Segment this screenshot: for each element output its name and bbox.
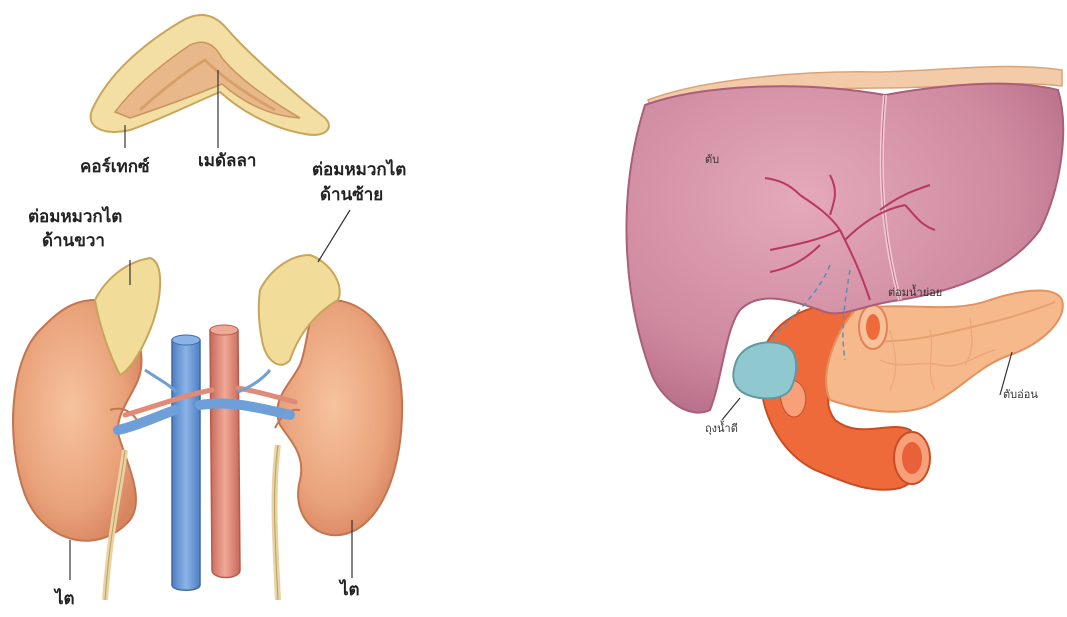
gallbladder-leader [722, 398, 740, 420]
adrenal-kidney-illustration: คอร์เทกซ์ เมดัลลา ต่อมหมวกไต ด้านขวา ต่อ… [13, 15, 406, 609]
label-pancreatic-duct: ต่อมน้ำย่อย [888, 284, 942, 299]
adrenal-cross-section [91, 15, 329, 135]
label-adrenal-right-line1: ต่อมหมวกไต [28, 206, 122, 227]
vena-cava [172, 340, 200, 590]
label-cortex: คอร์เทกซ์ [80, 156, 150, 177]
label-kidney-right: ไต [53, 588, 75, 609]
label-kidney-left: ไต [338, 579, 360, 600]
label-gallbladder: ถุงน้ำดี [705, 420, 738, 435]
label-adrenal-left-line1: ต่อมหมวกไต [312, 159, 406, 180]
aorta [210, 330, 240, 578]
label-liver: ตับ [705, 153, 719, 166]
adrenal-left-leader [318, 210, 350, 262]
liver-pancreas-illustration: ตับ ต่อมน้ำย่อย ตับอ่อน ถุงน้ำดี [626, 67, 1063, 490]
label-adrenal-right-line2: ด้านขวา [42, 231, 105, 251]
label-adrenal-left-line2: ด้านซ้าย [320, 185, 383, 205]
label-medulla: เมดัลลา [198, 151, 256, 171]
gallbladder [733, 342, 796, 398]
label-pancreas: ตับอ่อน [1003, 388, 1038, 401]
